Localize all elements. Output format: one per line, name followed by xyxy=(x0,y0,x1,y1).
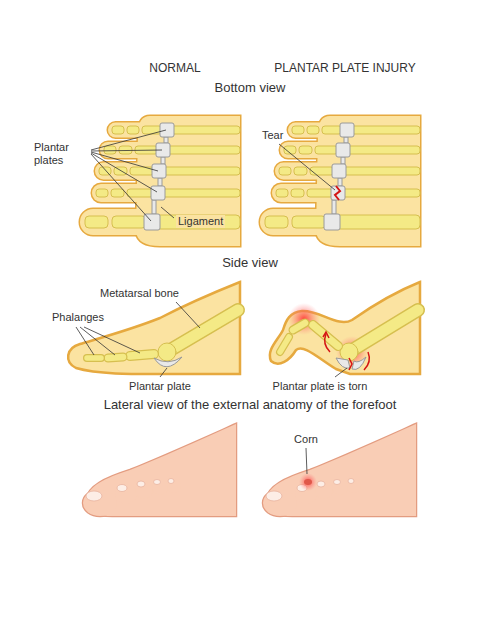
foot-skin xyxy=(68,282,240,374)
external-foot-injury xyxy=(263,424,416,516)
part-label: Plantar plate xyxy=(129,380,191,393)
foot-skin xyxy=(270,282,420,374)
tear-mark xyxy=(349,358,352,370)
part-label: Tear xyxy=(262,129,283,142)
torn-plate xyxy=(352,357,366,370)
plantar-plates xyxy=(324,123,354,230)
leader-line xyxy=(306,448,307,474)
foot-skin-fill xyxy=(260,116,420,246)
leader-lines xyxy=(76,302,347,377)
part-label: Metatarsal bone xyxy=(100,287,179,300)
foot-bones xyxy=(87,310,238,361)
torn-plate xyxy=(336,358,350,368)
foot-skin xyxy=(260,116,420,246)
part-label: Plantar plate is torn xyxy=(273,380,368,393)
motion-arrow xyxy=(325,334,330,352)
bottom-view-normal xyxy=(80,116,240,246)
view-heading: Bottom view xyxy=(215,81,286,96)
foot-skin xyxy=(80,116,240,246)
part-label: Corn xyxy=(294,433,318,446)
motion-arrow xyxy=(364,352,369,370)
side-view-injury xyxy=(270,282,420,374)
motion-arrow xyxy=(323,332,329,338)
side-view-normal xyxy=(68,282,240,374)
column-heading: PLANTAR PLATE INJURY xyxy=(274,62,415,76)
bottom-view-injury xyxy=(260,116,420,246)
tear-mark xyxy=(335,186,340,200)
column-heading: NORMAL xyxy=(149,62,200,76)
foot-skin-fill xyxy=(80,116,240,246)
external-foot-normal xyxy=(83,424,236,516)
plantar-plates xyxy=(144,123,174,230)
foot-bones xyxy=(280,310,418,361)
view-heading: Lateral view of the external anatomy of … xyxy=(104,398,397,413)
plantar-plate xyxy=(154,357,182,367)
part-label: Plantar plates xyxy=(34,141,89,166)
leader-lines xyxy=(91,130,335,221)
part-label: Ligament xyxy=(176,215,225,228)
view-heading: Side view xyxy=(222,256,278,271)
part-label: Phalanges xyxy=(52,311,104,324)
